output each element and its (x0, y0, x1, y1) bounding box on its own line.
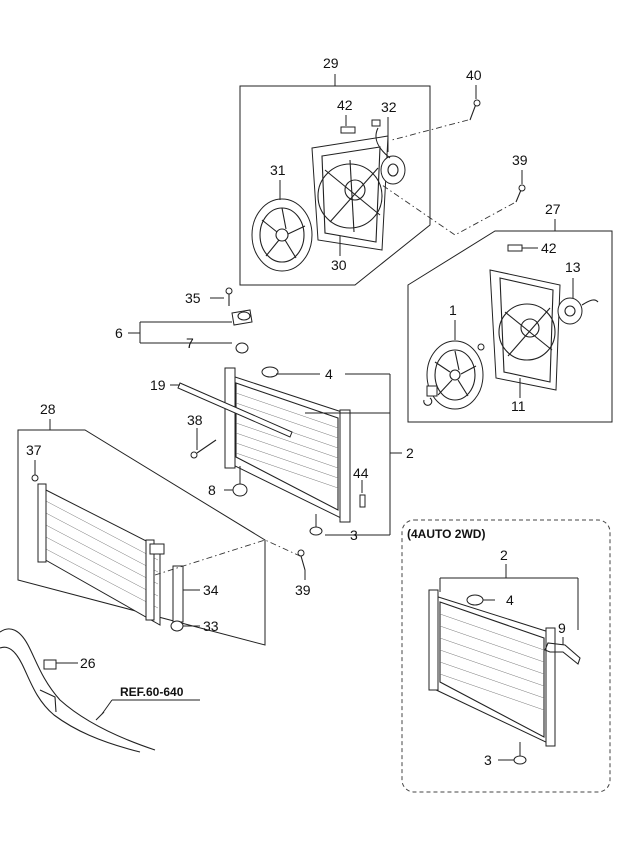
callout-28: 28 (40, 401, 56, 417)
reference-label: REF.60-640 (120, 685, 184, 699)
radiator-main (170, 366, 402, 536)
bolt-39-upper (515, 170, 526, 203)
callout-44: 44 (353, 465, 369, 481)
bracket-group (128, 287, 253, 354)
callout-39-upper: 39 (512, 152, 528, 168)
body-panel-26 (0, 628, 200, 753)
callout-8: 8 (208, 482, 216, 498)
condenser-assembly-28 (17, 419, 266, 646)
callout-42-upper: 42 (337, 97, 353, 113)
callout-35: 35 (185, 290, 201, 306)
callout-27: 27 (545, 201, 561, 217)
bolt-39-lower (297, 549, 306, 580)
callout-39-lower: 39 (295, 582, 311, 598)
callout-29: 29 (323, 55, 339, 71)
callout-4-main: 4 (325, 366, 333, 382)
callout-19: 19 (150, 377, 166, 393)
callout-3-variant: 3 (484, 752, 492, 768)
callout-30: 30 (331, 257, 347, 273)
callout-9: 9 (558, 620, 566, 636)
callout-32: 32 (381, 99, 397, 115)
callout-40: 40 (466, 67, 482, 83)
variant-box-label: (4AUTO 2WD) (407, 527, 485, 541)
callout-7: 7 (186, 335, 194, 351)
callout-42-right: 42 (541, 240, 557, 256)
callout-labels: 29 40 42 32 39 31 30 27 42 13 1 11 35 6 … (26, 55, 581, 768)
fan-shroud-assembly-29 (239, 74, 481, 286)
callout-13: 13 (565, 259, 581, 275)
callout-4-variant: 4 (506, 592, 514, 608)
callout-2-variant: 2 (500, 547, 508, 563)
fan-shroud-assembly-27 (407, 219, 613, 423)
callout-37: 37 (26, 442, 42, 458)
callout-38: 38 (187, 412, 203, 428)
callout-6: 6 (115, 325, 123, 341)
callout-33: 33 (203, 618, 219, 634)
callout-11: 11 (511, 398, 526, 414)
callout-31: 31 (270, 162, 286, 178)
dash-leader-39 (381, 184, 515, 236)
callout-2-main: 2 (406, 445, 414, 461)
variant-box: (4AUTO 2WD) (401, 519, 611, 793)
callout-3-main: 3 (350, 527, 358, 543)
callout-26: 26 (80, 655, 96, 671)
callout-34: 34 (203, 582, 219, 598)
callout-1: 1 (449, 302, 457, 318)
